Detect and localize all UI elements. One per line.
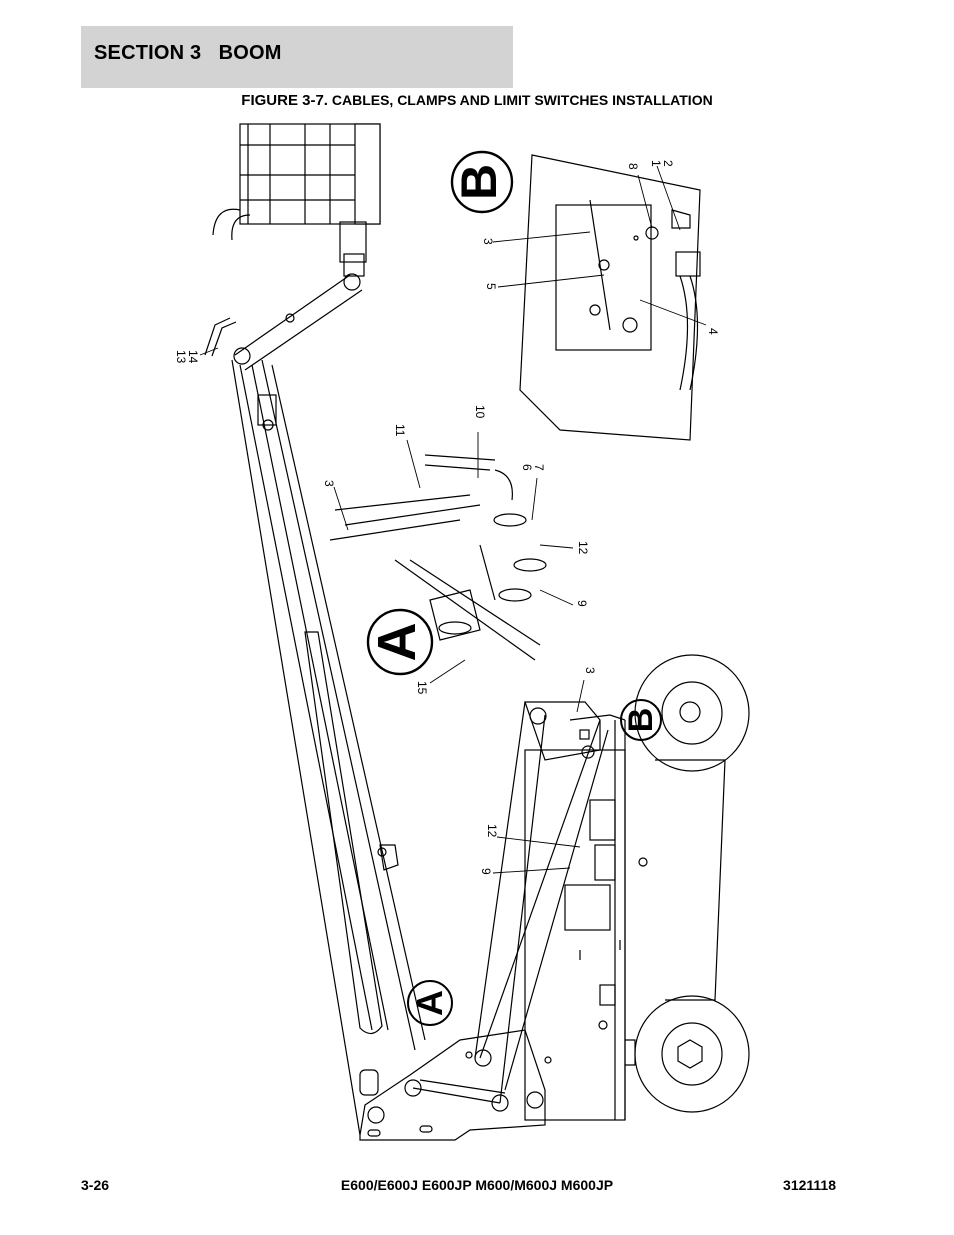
detail-a-main-letter: A: [367, 623, 427, 662]
callout-3-main: 3: [583, 667, 597, 674]
callout-9-detail-a: 9: [575, 600, 589, 607]
figure-title: FIGURE 3-7. CABLES, CLAMPS AND LIMIT SWI…: [0, 92, 954, 109]
detail-a-main-label: A: [366, 608, 434, 676]
callout-10: 10: [473, 405, 487, 419]
footer-models: E600/E600J E600JP M600/M600J M600JP: [340, 1177, 614, 1193]
section-banner: SECTION 3 BOOM: [81, 26, 513, 88]
callout-8: 8: [626, 163, 640, 170]
detail-b-ref-letter: B: [622, 708, 660, 733]
lift-arm: [474, 701, 609, 1104]
callout-4: 4: [706, 328, 720, 335]
main-boom: [231, 359, 426, 1136]
section-title: SECTION 3 BOOM: [94, 42, 282, 64]
chassis: [524, 714, 648, 1121]
figure-caption: CABLES, CLAMPS AND LIMIT SWITCHES INSTAL…: [331, 92, 713, 108]
callout-11: 11: [393, 424, 407, 437]
callout-1: 1: [649, 160, 663, 167]
callout-12-detail-a: 12: [576, 541, 590, 555]
callout-6: 6: [520, 464, 534, 471]
detail-b-main-letter: B: [451, 164, 507, 200]
callout-3-detail-b: 3: [481, 238, 495, 245]
leader-lines: [199, 165, 707, 874]
footer-page-number: 3-26: [81, 1177, 110, 1193]
callout-3-detail-a: 3: [322, 480, 336, 487]
callout-13: 13: [174, 350, 188, 364]
callout-9-main: 9: [479, 868, 493, 875]
platform-basket: [212, 123, 381, 277]
detail-b-panel: [519, 154, 701, 441]
callout-2: 2: [661, 160, 675, 167]
detail-b-main-label: B: [450, 150, 514, 214]
turntable: [359, 1029, 552, 1141]
callout-12-main: 12: [485, 824, 499, 838]
callout-7: 7: [532, 464, 546, 471]
footer-doc-number: 3121118: [783, 1177, 836, 1193]
detail-b-ref-label: B: [620, 699, 662, 741]
detail-a-ref-letter: A: [409, 990, 450, 1016]
front-wheel: [634, 654, 750, 1001]
figure-label: FIGURE 3-7.: [241, 92, 328, 109]
jib-boom: [204, 273, 363, 371]
callouts: 1 2 8 3 5 4 10 11 3 6 7 12 9 15 13 14 3 …: [174, 160, 720, 875]
callout-15: 15: [415, 681, 429, 695]
detail-a-panel: [329, 454, 547, 661]
callout-5: 5: [484, 283, 498, 290]
rear-wheel: [634, 995, 750, 1113]
detail-a-ref-label: A: [407, 980, 453, 1026]
callout-14: 14: [186, 350, 200, 364]
